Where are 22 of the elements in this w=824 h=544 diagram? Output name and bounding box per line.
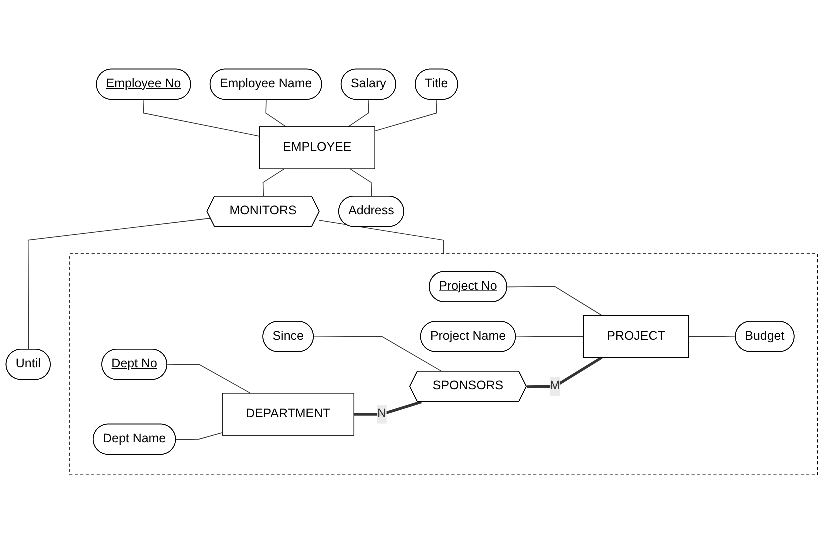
connector — [167, 364, 252, 394]
connector — [516, 336, 584, 338]
node-box: DEPARTMENT — [222, 392, 355, 436]
node-box: PROJECT — [583, 315, 690, 358]
connector — [354, 400, 422, 416]
connector — [314, 336, 443, 372]
cluster — [70, 253, 818, 476]
connector — [350, 168, 372, 197]
edge-label: M — [550, 379, 560, 393]
connector — [319, 220, 444, 254]
edge-label: N — [378, 407, 387, 421]
node-box: EMPLOYEE — [259, 126, 376, 170]
connector — [176, 432, 223, 440]
connector — [688, 336, 736, 338]
connector — [507, 286, 602, 316]
connector — [28, 218, 212, 350]
connector — [143, 99, 260, 137]
connector — [374, 99, 438, 132]
connector — [526, 356, 603, 388]
connector — [266, 99, 287, 128]
connector — [262, 168, 285, 197]
connector — [348, 99, 370, 128]
